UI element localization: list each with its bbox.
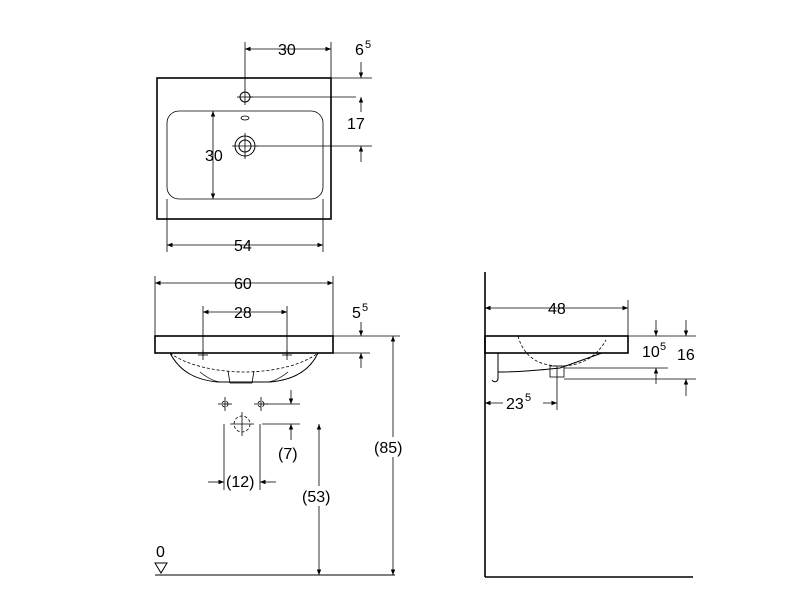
front-basin-body <box>169 352 319 383</box>
dim-label-waste-height: (53) <box>302 489 330 506</box>
side-view: 48 10 5 16 23 5 <box>484 272 696 578</box>
drain-icon <box>232 133 258 159</box>
dim-label-side-rim: 10 <box>642 344 660 361</box>
waste-fitting-icon <box>218 397 268 436</box>
dim-label-overall-width: 60 <box>234 276 252 293</box>
side-rim <box>484 335 629 354</box>
dim-label-waste-offset: (7) <box>278 446 298 463</box>
front-rim <box>154 335 334 354</box>
svg-text:5: 5 <box>365 39 371 51</box>
dim-label-bowl-depth: 30 <box>205 148 223 165</box>
top-view: 30 6 5 17 30 54 <box>156 39 372 255</box>
mounting-point-icon <box>198 350 292 360</box>
top-view-bowl <box>166 110 324 200</box>
top-view-outline <box>156 77 332 220</box>
dim-label-waste-spacing: (12) <box>226 474 254 491</box>
dim-label-faucet-to-drain: 17 <box>347 116 365 133</box>
dim-label-rim-height: 5 <box>352 305 361 322</box>
dim-label-side-height: 16 <box>677 347 695 364</box>
dim-label-depth: 48 <box>548 301 566 318</box>
floor-datum-icon <box>154 562 168 574</box>
dim-label-total-height: (85) <box>374 440 402 457</box>
dim-label-mounting-spacing: 28 <box>234 305 252 322</box>
overflow-icon <box>240 115 250 121</box>
front-view: 60 28 5 5 (85) <box>154 276 410 576</box>
floor-datum-label: 0 <box>156 544 165 561</box>
dim-label-faucet: 30 <box>278 42 296 59</box>
dim-label-edge-offset: 6 <box>355 42 364 59</box>
dim-label-drain-offset: 23 <box>506 396 524 413</box>
svg-text:5: 5 <box>525 392 531 404</box>
side-basin-body <box>491 352 603 383</box>
svg-text:5: 5 <box>362 302 368 314</box>
svg-text:5: 5 <box>660 341 666 353</box>
dim-label-bowl-width: 54 <box>234 238 252 255</box>
